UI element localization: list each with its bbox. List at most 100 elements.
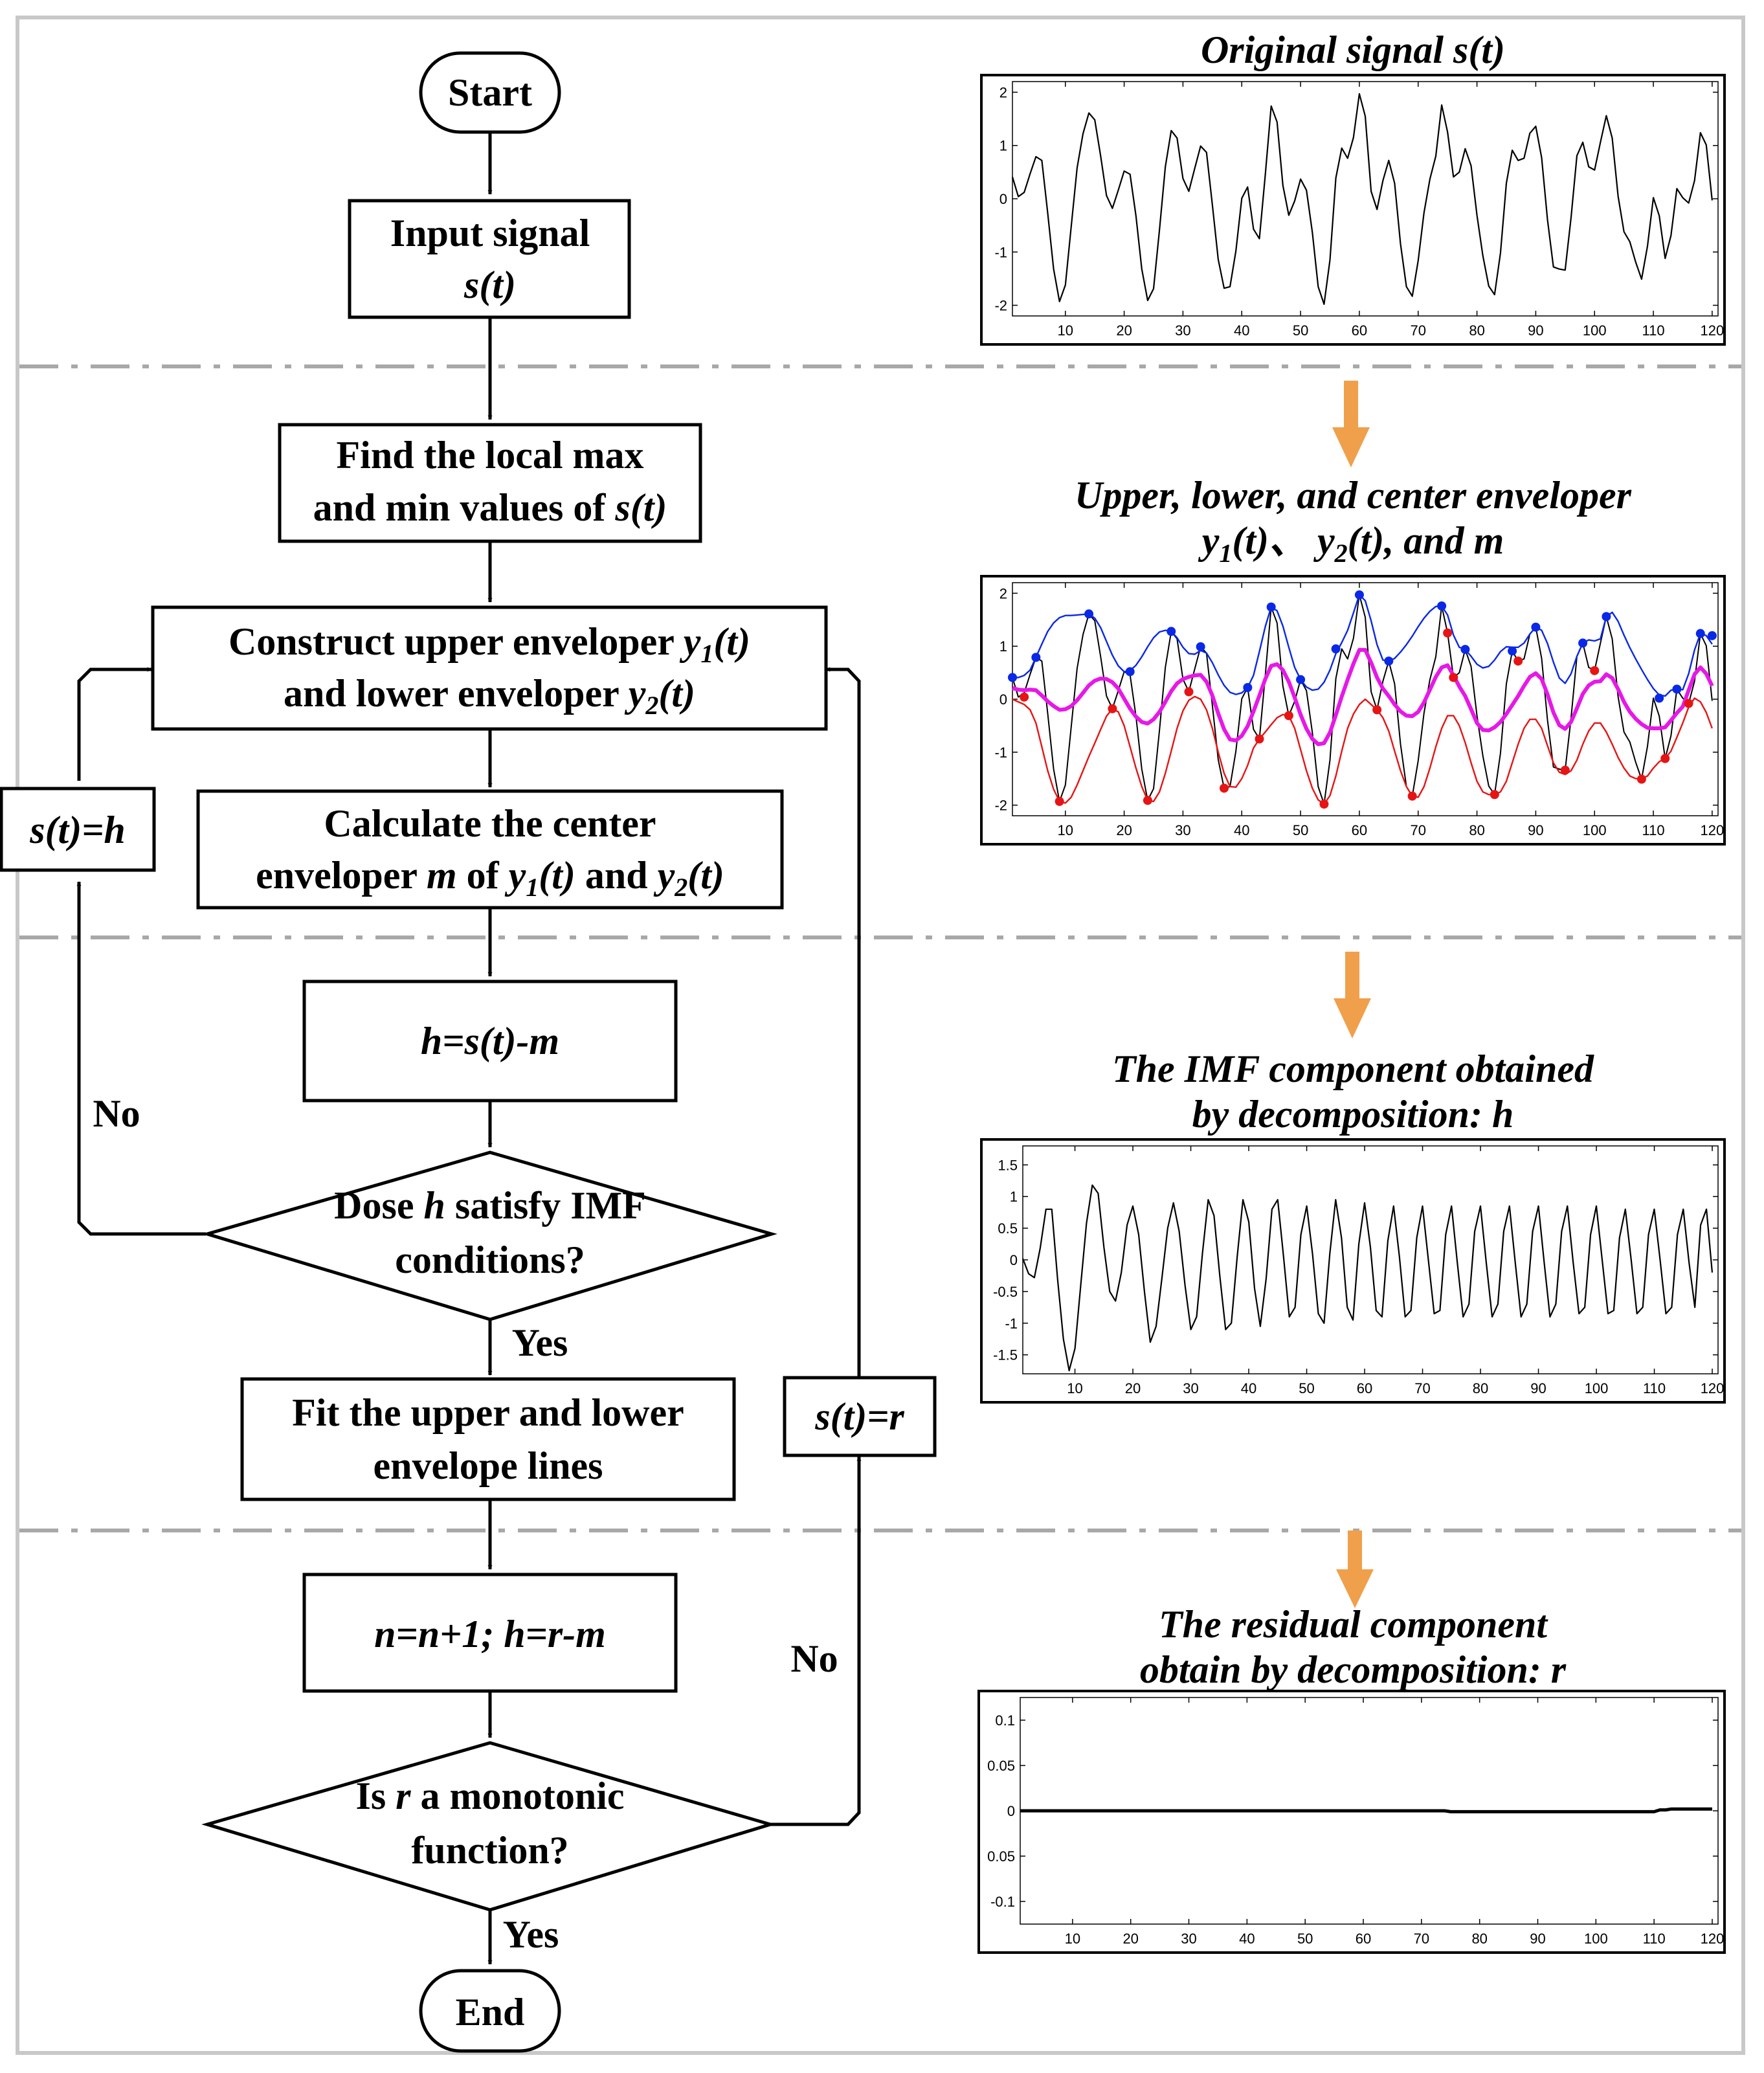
upper-extremum-point	[1672, 684, 1682, 694]
x-tick-label: 110	[1643, 1931, 1666, 1947]
loop-no-mono	[770, 1456, 862, 1826]
no-label-1: No	[93, 1092, 140, 1135]
x-tick-label: 60	[1356, 1931, 1371, 1947]
x-tick-label: 10	[1058, 822, 1073, 838]
sth-box	[0, 787, 156, 872]
y-tick-label: -1	[1005, 1316, 1018, 1332]
lower-extremum-point	[1513, 656, 1523, 666]
h-label: h=s(t)-m	[421, 1020, 559, 1062]
str-box	[783, 1376, 937, 1457]
construct-label-1: Construct upper enveloper y1(t)	[229, 620, 750, 668]
upper-extremum-point	[1460, 645, 1470, 655]
lower-extremum-point	[1636, 774, 1646, 784]
y-tick-label: 1	[999, 638, 1007, 655]
no-label-2: No	[790, 1637, 838, 1680]
orange-arrow-3	[1336, 1530, 1374, 1608]
upper-extremum-point	[1266, 602, 1276, 612]
orange-arrow-1	[1332, 381, 1370, 467]
panel-1-title: Original signal s(t)	[1200, 28, 1506, 71]
upper-extremum-point	[1695, 629, 1705, 638]
panel-4-title: The residual component obtain by decompo…	[971, 1602, 1735, 1692]
start-label: Start	[448, 71, 532, 114]
x-tick-label: 120	[1701, 822, 1723, 838]
lower-extremum-point	[1220, 783, 1229, 793]
y-tick-label: 2	[999, 585, 1007, 601]
y-tick-label: -2	[994, 298, 1007, 314]
x-tick-label: 50	[1299, 1380, 1314, 1396]
start-terminal	[419, 51, 561, 134]
lower-extremum-point	[1284, 711, 1293, 721]
lower-extremum-point	[1684, 699, 1693, 708]
lower-extremum-point	[1660, 754, 1670, 763]
x-tick-label: 100	[1583, 822, 1607, 838]
x-tick-label: 20	[1116, 822, 1132, 838]
x-tick-label: 60	[1352, 822, 1367, 838]
find-label-2: and min values of s(t)	[313, 486, 667, 529]
upper-extremum-point	[1707, 631, 1717, 640]
x-tick-label: 90	[1530, 1380, 1546, 1396]
panel-3-title: The IMF component obtained by decomposit…	[971, 1046, 1735, 1137]
x-tick-label: 20	[1122, 1931, 1138, 1947]
x-tick-label: 40	[1234, 822, 1249, 838]
x-tick-label: 10	[1067, 1380, 1082, 1396]
lower-extremum-point	[1407, 791, 1417, 801]
y-tick-label: 1.5	[998, 1157, 1018, 1173]
upper-extremum-point	[1296, 675, 1306, 684]
upper-extremum-point	[1531, 622, 1541, 632]
x-tick-label: 30	[1175, 822, 1190, 838]
panel-3-title-line2: by decomposition: h	[1192, 1093, 1514, 1136]
section-dividers	[19, 364, 1741, 1532]
y-tick-label: -1.5	[993, 1347, 1018, 1363]
loop-no-imf	[76, 881, 206, 1236]
center-label-2: enveloper m of y1(t) and y2(t)	[256, 854, 724, 902]
panel-2-title: Upper, lower, and center enveloper y1(t)…	[971, 473, 1735, 576]
x-tick-label: 110	[1642, 322, 1665, 339]
upper-extremum-point	[1084, 609, 1094, 619]
x-tick-label: 70	[1411, 322, 1426, 339]
y-tick-label: 0	[1007, 1803, 1015, 1819]
x-tick-label: 80	[1469, 822, 1484, 838]
upper-extremum-point	[1384, 656, 1394, 666]
x-tick-label: 100	[1584, 1931, 1608, 1947]
mono-label-2: function?	[411, 1829, 568, 1872]
series-line-center-envelope	[1012, 647, 1714, 746]
input-box	[348, 199, 631, 319]
y-tick-label: -1	[994, 745, 1007, 761]
x-tick-label: 110	[1643, 1380, 1666, 1396]
x-tick-label: 40	[1241, 1380, 1256, 1396]
mono-decision	[201, 1741, 776, 1912]
mono-label-1: Is r a monotonic	[355, 1775, 624, 1817]
fit-box	[240, 1377, 736, 1501]
plot-area	[1022, 1145, 1719, 1374]
x-tick-label: 120	[1701, 1380, 1723, 1396]
orange-arrow-2	[1334, 952, 1371, 1038]
panel-2-title-line1: Upper, lower, and center enveloper	[1075, 474, 1631, 517]
find-label-1: Find the local max	[337, 434, 644, 476]
panel-arrows	[1332, 381, 1374, 1608]
lower-extremum-point	[1319, 800, 1329, 809]
upper-extremum-point	[1437, 601, 1447, 611]
flow-connectors	[76, 132, 862, 1965]
series-line-residual	[1020, 1807, 1712, 1813]
y-tick-label: 0	[999, 191, 1007, 207]
x-tick-label: 90	[1528, 322, 1543, 339]
end-label: End	[456, 1991, 525, 2034]
upper-extremum-point	[1031, 653, 1041, 662]
x-tick-label: 40	[1234, 322, 1249, 339]
x-tick-label: 50	[1297, 1931, 1313, 1947]
x-tick-label: 120	[1701, 1931, 1723, 1947]
y-tick-label: 1	[999, 138, 1007, 154]
x-tick-label: 30	[1175, 322, 1190, 339]
outer-frame	[16, 16, 1745, 2055]
y-tick-label: 0	[1010, 1252, 1018, 1268]
series-line-imf	[1022, 1184, 1714, 1372]
lower-extremum-point	[1055, 796, 1064, 806]
x-tick-label: 40	[1239, 1931, 1255, 1947]
x-tick-label: 80	[1471, 1931, 1487, 1947]
x-tick-label: 100	[1583, 322, 1607, 339]
